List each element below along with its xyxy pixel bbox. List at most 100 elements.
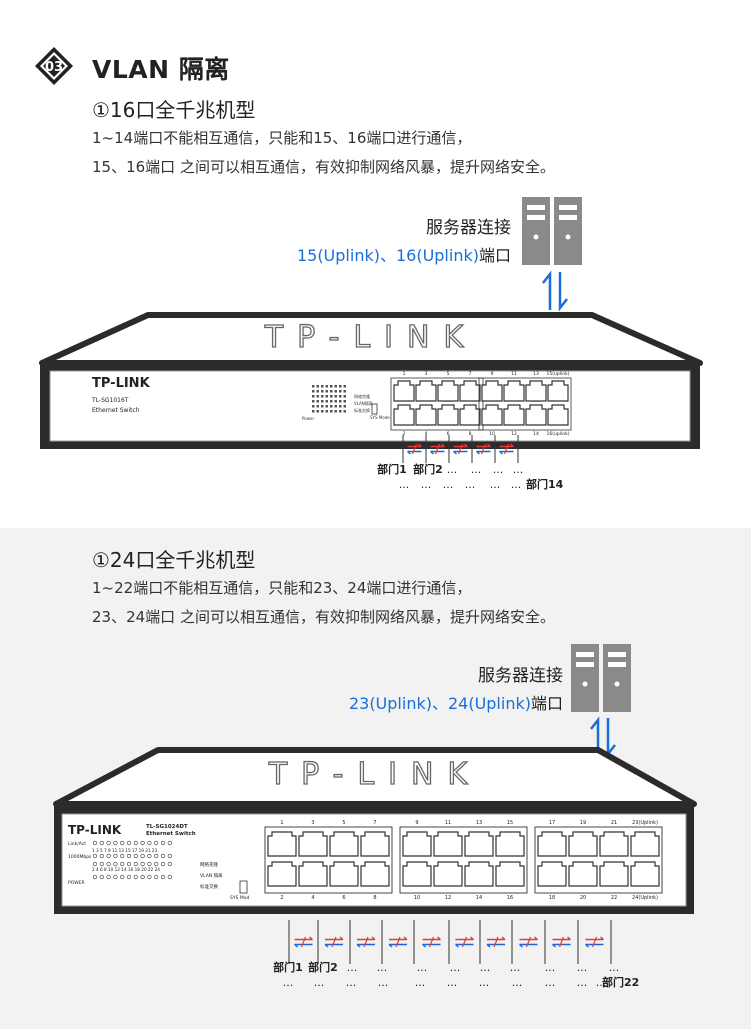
port-number: 12 [445, 895, 451, 901]
dept-label: ... [471, 463, 482, 476]
led-indicator [160, 853, 166, 859]
ethernet-port [415, 380, 437, 402]
sys-mode-2: VLAN隔离 [354, 400, 373, 406]
led-indicator [167, 874, 172, 880]
model16-desc-line2: 15、16端口 之间可以相互通信，有效抑制网络风暴，提升网络安全。 [92, 158, 555, 176]
port-number: 18 [549, 895, 555, 901]
port-number: 10 [489, 431, 495, 437]
ethernet-port [267, 831, 297, 857]
led-indicator [312, 395, 315, 398]
led-indicator [330, 390, 333, 393]
arrow-right-icon [476, 443, 491, 448]
dept-label: ... [415, 976, 426, 989]
server-icon [571, 644, 631, 712]
port-number: 7 [469, 371, 472, 377]
led-indicator [120, 853, 125, 859]
led-indicator [147, 853, 152, 859]
led-indicator [321, 395, 324, 398]
blocked-slash [480, 443, 487, 455]
led-label-1000: 1000Mbps [68, 854, 92, 860]
led-grid [312, 385, 346, 413]
arrow-left-icon [585, 943, 604, 948]
led-indicator [140, 861, 145, 867]
sys-mode-1: 网络克隆 [200, 861, 218, 868]
dept-label: ... [447, 976, 458, 989]
ethernet-port [481, 404, 503, 426]
ethernet-port [433, 861, 463, 887]
led-indicator [321, 385, 324, 388]
dept-label: ... [447, 463, 458, 476]
dept-label: 部门2 [308, 960, 338, 974]
dept-label: ... [347, 961, 358, 974]
led-indicator [325, 395, 328, 398]
section-16-port: 03 VLAN 隔离 ①16口全千兆机型 1~14端口不能相互通信，只能和15、… [35, 47, 703, 491]
ethernet-port [402, 831, 432, 857]
port-number: 13 [533, 371, 539, 377]
blocked-slash [461, 936, 468, 948]
blocked-slash [591, 936, 598, 948]
sys-mode-3: 标准交换 [354, 407, 370, 413]
port-number: 17 [549, 820, 555, 826]
led-indicator [167, 840, 172, 846]
dept-label-last: 部门14 [526, 477, 564, 491]
ethernet-port [360, 831, 390, 857]
led-indicator [133, 861, 138, 867]
led-indicator [99, 861, 104, 867]
led-label-power: POWER [68, 880, 85, 886]
led-indicator [343, 410, 346, 413]
model16-desc-line1: 1~14端口不能相互通信，只能和15、16端口进行通信， [92, 129, 472, 147]
arrow-left-icon [476, 450, 491, 455]
led-indicator [325, 385, 328, 388]
led-indicator [330, 405, 333, 408]
lid-logo: TP-LINK [268, 757, 481, 792]
arrow-left-icon [453, 450, 468, 455]
led-indicator [343, 405, 346, 408]
led-indicator [92, 874, 98, 880]
blocked-slash [411, 443, 418, 455]
model24-server-ports: 23(Uplink)、24(Uplink)端口 [349, 690, 563, 714]
led-indicator [120, 874, 125, 880]
port-number: 14 [533, 431, 539, 437]
led-indicator [325, 410, 328, 413]
ethernet-port [547, 404, 569, 426]
led-indicator [154, 861, 159, 867]
port-number: 15 [507, 820, 513, 826]
port-number: 20 [580, 895, 586, 901]
port-number: 24(Uplink) [632, 895, 658, 901]
front-model: TL-SG1024DT [146, 824, 188, 830]
port-number: 3 [425, 371, 428, 377]
port-number: 6 [342, 895, 345, 901]
port-number: 2 [403, 431, 406, 437]
led-indicator [334, 390, 337, 393]
sys-mode-1: 网络克隆 [354, 393, 370, 399]
dept-label: ... [545, 961, 556, 974]
dept-label: 部门1 [273, 960, 303, 974]
led-indicator [312, 410, 315, 413]
port-number: 4 [311, 895, 314, 901]
arrow-right-icon [519, 936, 538, 941]
dept-label: ... [450, 961, 461, 974]
led-indicator [126, 861, 132, 867]
port-number: 16 [507, 895, 513, 901]
dept-label: ... [493, 463, 504, 476]
led-indicator [113, 840, 118, 846]
model24-desc-line2: 23、24端口 之间可以相互通信，有效抑制网络风暴，提升网络安全。 [92, 608, 555, 626]
blocked-slash [300, 936, 307, 948]
led-indicator [154, 874, 159, 880]
led-indicator [106, 874, 111, 880]
dept-label: ... [346, 976, 357, 989]
model16-uplink-ports: 15(Uplink)、16(Uplink) [296, 246, 479, 265]
dept-label: ... [377, 961, 388, 974]
port-number: 16(uplink) [547, 431, 570, 437]
arrow-right-icon [453, 443, 468, 448]
arrow-right-icon [357, 936, 376, 941]
led-label-link: Link/Act [68, 841, 86, 847]
led-indicator [316, 395, 319, 398]
ethernet-port [393, 380, 415, 402]
port-number: 10 [414, 895, 420, 901]
ethernet-port [495, 861, 525, 887]
ethernet-port [464, 831, 494, 857]
dept-label: 部门1 [377, 462, 407, 476]
led-indicator [325, 405, 328, 408]
led-indicator [113, 861, 118, 867]
